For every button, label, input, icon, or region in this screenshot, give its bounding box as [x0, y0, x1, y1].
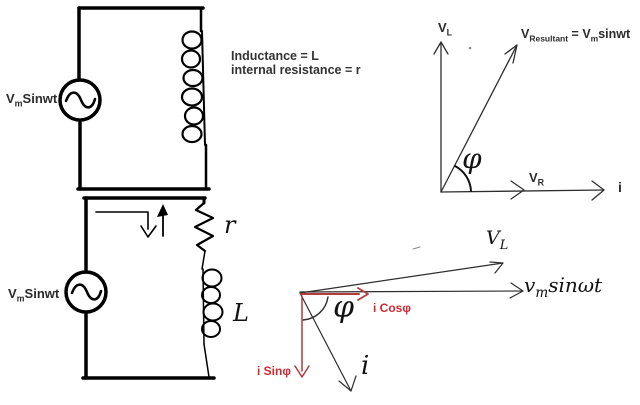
inductance-note: Inductance = L internal resistance = r [231, 49, 361, 78]
inductor-label: L [233, 299, 249, 327]
vmsinwt-arrowhead-icon [509, 282, 524, 299]
phi-angle-label-top: φ [462, 142, 482, 175]
ac-source-icon [64, 270, 108, 314]
i-arrowhead-icon [591, 180, 605, 201]
circuit-top [58, 6, 211, 191]
icos-label: i Cosφ [373, 301, 411, 315]
current-axis-label-top: i [618, 179, 622, 195]
resistor-icon [193, 201, 215, 253]
current-up-arrow [157, 204, 168, 237]
ac-source-icon [58, 78, 102, 122]
vl-arrowhead-icon [433, 41, 449, 55]
vr-axis-label: VR [529, 170, 545, 188]
sine-wave-icon [64, 91, 97, 109]
phasor-bottom [294, 246, 524, 392]
vl-vector-arrow [299, 262, 504, 294]
resultant-vector-arrow [440, 44, 518, 193]
current-direction-arrow [95, 211, 157, 238]
current-vector-arrow [299, 292, 352, 392]
phi-angle-arc [302, 296, 329, 321]
isin-label: i Sinφ [257, 364, 291, 378]
inductor-coil-icon [180, 30, 206, 146]
vmsinwt-vector-arrow [299, 290, 524, 293]
vmsinwt-vector-label: vmsinωt [524, 273, 603, 301]
source-voltage-label-bottom: VmSinwt [8, 286, 60, 304]
inductance-note-line2: internal resistance = r [231, 63, 361, 78]
vr-arrowhead-icon [510, 180, 525, 200]
sine-wave-icon [70, 283, 103, 301]
resultant-arrowhead-icon [504, 44, 518, 64]
current-arrowhead-icon [338, 375, 357, 392]
stray-mark [412, 246, 421, 250]
inductor-coil-icon [201, 268, 224, 345]
current-components-red [294, 287, 369, 378]
inductance-note-line1: Inductance = L [231, 49, 319, 63]
vl-arrowhead-icon [489, 261, 504, 274]
vl-vector-label: VL [486, 227, 509, 253]
resultant-label: VResultant = Vmsinwt [521, 27, 631, 44]
phi-angle-label-bottom: φ [333, 290, 355, 325]
current-vector-label: i [361, 351, 370, 381]
resistor-label: r [224, 211, 236, 239]
phasor-top [433, 41, 605, 201]
wire-tail [203, 343, 210, 378]
vl-axis-label: VL [438, 20, 453, 38]
circuit-bottom [64, 196, 224, 380]
source-voltage-label-top: VmSinwt [6, 91, 58, 109]
isin-arrowhead-icon [294, 365, 310, 378]
phi-angle-arc [454, 165, 472, 192]
stray-dot [468, 46, 472, 50]
wire-mid [201, 250, 206, 270]
icos-arrowhead-icon [357, 287, 369, 301]
